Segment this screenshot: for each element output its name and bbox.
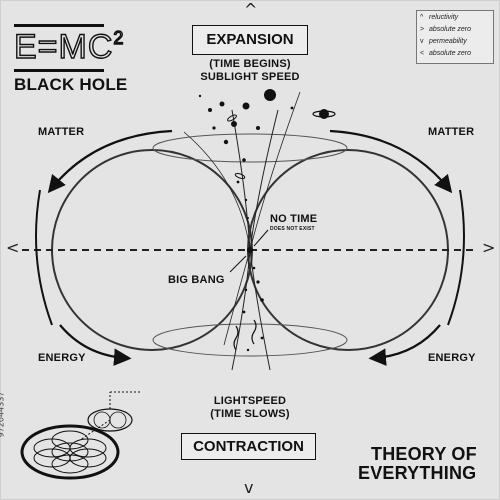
legend-label: reluctivity <box>429 13 459 21</box>
left-arc-down <box>35 189 53 326</box>
legend-row: > absolute zero <box>417 23 493 35</box>
legend-label: permeability <box>429 37 467 45</box>
legend-symbol-icon: v <box>420 37 424 45</box>
energy-right-label: ENERGY <box>428 352 476 364</box>
bottom-ellipse <box>152 323 348 357</box>
chevron-down-icon[interactable]: v <box>244 478 254 497</box>
legend-label: absolute zero <box>429 25 472 33</box>
contraction-particles <box>233 266 264 352</box>
no-time-label: NO TIME <box>270 213 318 225</box>
equation-text: E=MC <box>13 27 114 66</box>
chevron-right-icon[interactable]: > <box>482 238 496 257</box>
mini-torus-icon <box>79 391 140 441</box>
energy-left-label: ENERGY <box>38 352 86 364</box>
matter-right-arrow <box>329 129 453 194</box>
sublight-speed-label: SUBLIGHT SPEED <box>200 71 300 83</box>
equation-logo: E=MC2 <box>13 27 125 67</box>
time-slows-label: (TIME SLOWS) <box>210 408 290 420</box>
equation-exponent: 2 <box>113 27 125 48</box>
singularity <box>247 247 253 253</box>
black-hole-title: BLACK HOLE <box>14 75 128 94</box>
energy-left-arrow <box>59 324 132 366</box>
legend-row: < absolute zero <box>417 47 493 59</box>
energy-right-arrow <box>368 324 441 366</box>
logo-bar-top <box>14 24 104 27</box>
expansion-label: EXPANSION <box>192 25 308 55</box>
theory-title-line1: THEORY OF <box>371 444 477 464</box>
lightspeed-label: LIGHTSPEED <box>213 395 287 407</box>
matter-left-label: MATTER <box>38 126 85 138</box>
logo-bar-bottom <box>14 69 104 72</box>
flower-of-life-icon <box>20 424 120 480</box>
matter-left-arrow <box>47 129 173 194</box>
legend-symbol-icon: < <box>420 49 425 57</box>
contraction-label: CONTRACTION <box>181 433 316 460</box>
big-bang-label: BIG BANG <box>168 274 225 286</box>
legend-row: ^ reluctivity <box>417 11 493 23</box>
chevron-left-icon[interactable]: < <box>6 238 20 257</box>
legend-box: ^ reluctivity > absolute zero v permeabilit… <box>416 10 494 64</box>
legend-symbol-icon: ^ <box>420 13 424 21</box>
time-begins-label: (TIME BEGINS) <box>209 58 291 70</box>
stock-id: 972044337 <box>0 391 6 438</box>
theory-title-line2: EVERYTHING <box>358 463 477 483</box>
expansion-particles <box>198 89 336 219</box>
legend-label: absolute zero <box>429 49 472 57</box>
chevron-up-icon[interactable]: ^ <box>244 0 258 19</box>
top-ellipse <box>152 133 348 163</box>
right-arc-down <box>447 189 465 326</box>
matter-right-label: MATTER <box>428 126 475 138</box>
does-not-exist-label: DOES NOT EXIST <box>270 226 315 232</box>
legend-symbol-icon: > <box>420 25 425 33</box>
legend-row: v permeability <box>417 35 493 47</box>
